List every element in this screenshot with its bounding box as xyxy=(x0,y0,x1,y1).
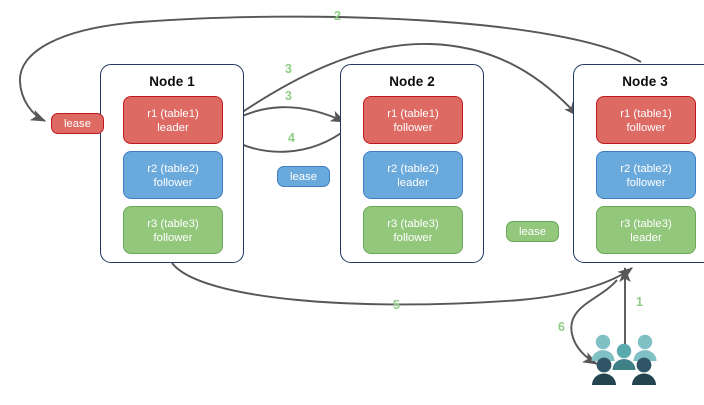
replica-role: leader xyxy=(397,176,429,189)
node-card-3[interactable]: Node 3 r1 (table1) follower r2 (table2) … xyxy=(573,64,704,263)
node-title: Node 2 xyxy=(389,74,435,89)
replica-name: r1 (table1) xyxy=(620,107,672,120)
lease-badge-red[interactable]: lease xyxy=(51,113,104,134)
replica-name: r3 (table3) xyxy=(387,217,439,230)
node-card-1[interactable]: Node 1 r1 (table1) leader r2 (table2) fo… xyxy=(100,64,244,263)
replica-box-r2[interactable]: r2 (table2) leader xyxy=(363,151,463,199)
step-label-1: 1 xyxy=(636,295,643,309)
replica-box-r2[interactable]: r2 (table2) follower xyxy=(123,151,223,199)
replica-name: r3 (table3) xyxy=(147,217,199,230)
step-label-4: 4 xyxy=(288,131,295,145)
replica-box-r3[interactable]: r3 (table3) follower xyxy=(363,206,463,254)
node-title: Node 1 xyxy=(149,74,195,89)
replica-name: r2 (table2) xyxy=(147,162,199,175)
node-card-2[interactable]: Node 2 r1 (table1) follower r2 (table2) … xyxy=(340,64,484,263)
replica-name: r2 (table2) xyxy=(620,162,672,175)
replica-role: follower xyxy=(153,231,193,244)
step-label-3-lower: 3 xyxy=(285,89,292,103)
step-label-5: 5 xyxy=(393,298,400,312)
lease-badge-blue[interactable]: lease xyxy=(277,166,330,187)
replica-box-r1[interactable]: r1 (table1) follower xyxy=(596,96,696,144)
replica-name: r2 (table2) xyxy=(387,162,439,175)
replica-role: follower xyxy=(393,231,433,244)
replica-box-r1[interactable]: r1 (table1) follower xyxy=(363,96,463,144)
step-label-2: 2 xyxy=(334,9,341,23)
lease-badge-green[interactable]: lease xyxy=(506,221,559,242)
replica-box-r3[interactable]: r3 (table3) follower xyxy=(123,206,223,254)
replica-box-r2[interactable]: r2 (table2) follower xyxy=(596,151,696,199)
users-icon[interactable] xyxy=(588,333,660,389)
step-label-3-upper: 3 xyxy=(285,62,292,76)
arrow-step-5 xyxy=(171,262,633,306)
replica-role: follower xyxy=(626,121,666,134)
replica-name: r1 (table1) xyxy=(147,107,199,120)
replica-box-r3[interactable]: r3 (table3) leader xyxy=(596,206,696,254)
replica-role: follower xyxy=(153,176,193,189)
replica-name: r1 (table1) xyxy=(387,107,439,120)
replica-name: r3 (table3) xyxy=(620,217,672,230)
replica-role: follower xyxy=(393,121,433,134)
replica-box-r1[interactable]: r1 (table1) leader xyxy=(123,96,223,144)
step-label-6: 6 xyxy=(558,320,565,334)
replica-role: follower xyxy=(626,176,666,189)
replica-role: leader xyxy=(630,231,662,244)
replica-role: leader xyxy=(157,121,189,134)
node-title: Node 3 xyxy=(622,74,668,89)
